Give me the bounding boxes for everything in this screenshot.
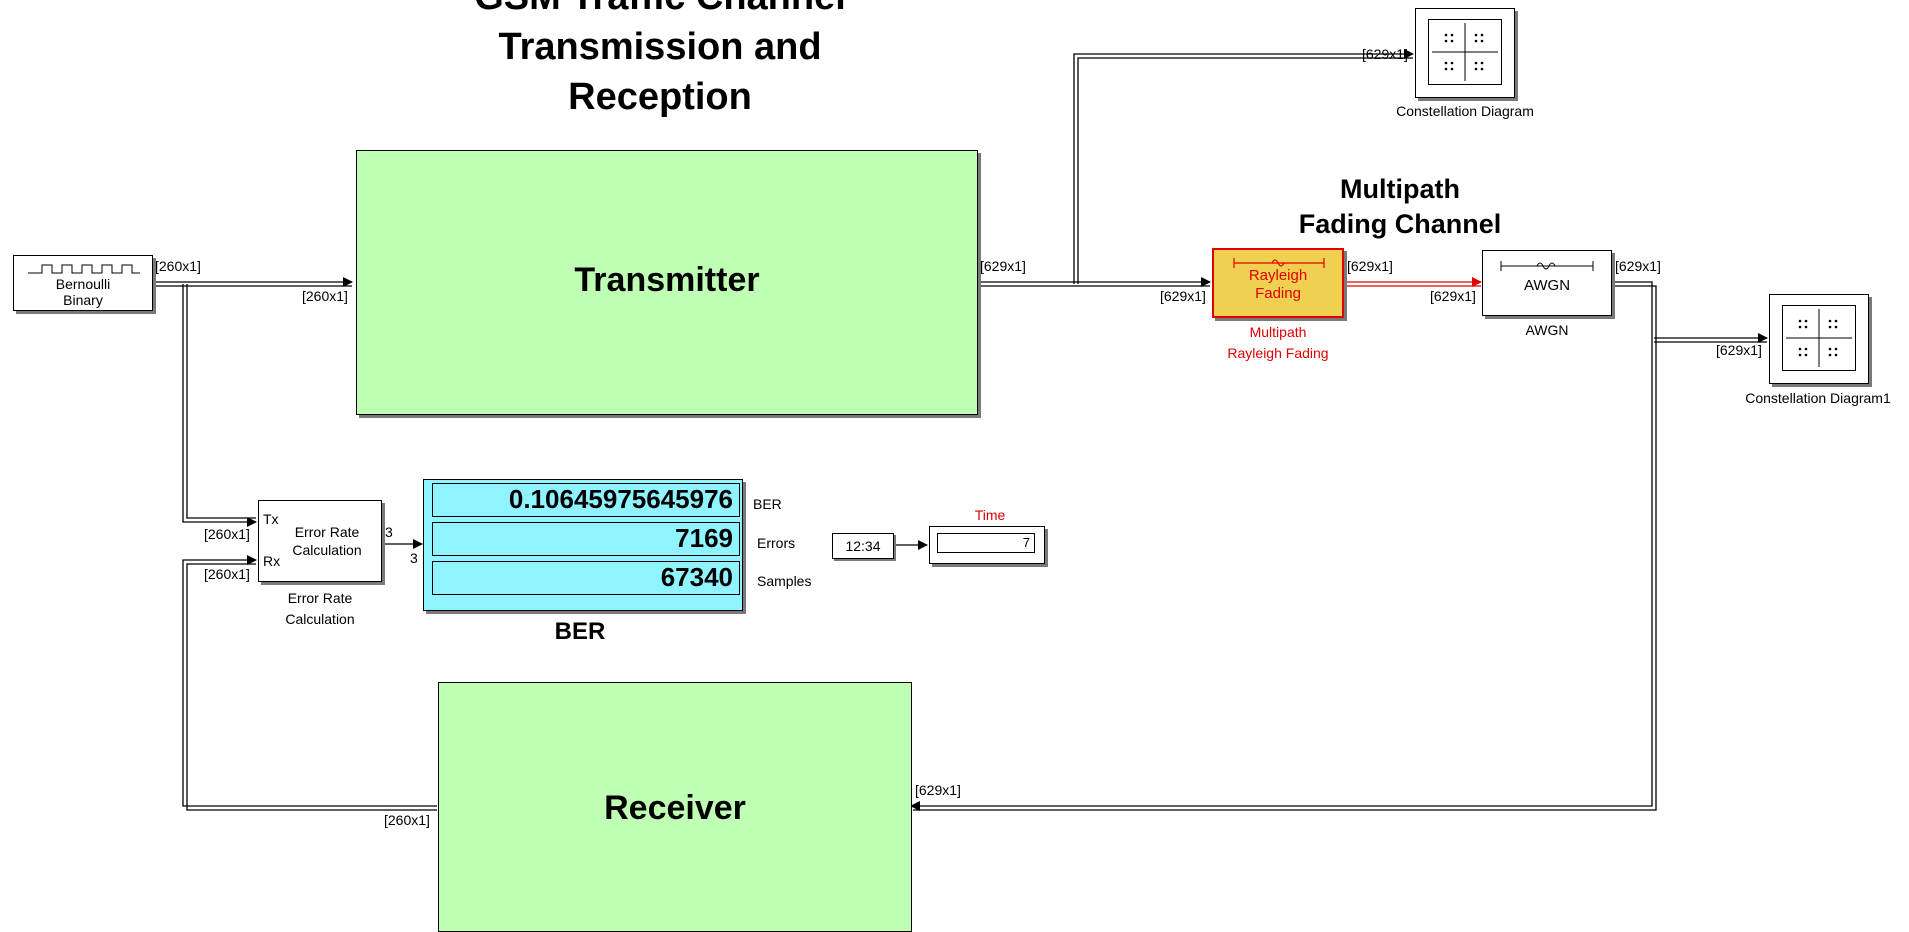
clock-block[interactable]: 12:34 [832, 533, 894, 559]
awgn-label: AWGN [1523, 277, 1571, 294]
error-rate-caption-1: Error Rate [287, 590, 353, 606]
sig-rayleigh-out: [629x1] [1347, 258, 1393, 274]
transmitter-label: Transmitter [574, 261, 760, 299]
port-tx-label: Tx [263, 511, 279, 527]
clock-label: 12:34 [845, 538, 881, 554]
pulse-train-icon [28, 264, 140, 274]
title-line-2: Transmission and [498, 26, 822, 68]
rayleigh-fading-block[interactable]: Rayleigh Fading [1212, 248, 1344, 318]
samples-row-label: Samples [757, 573, 812, 589]
rayleigh-label: Rayleigh Fading [1214, 267, 1342, 303]
sig-err-tx: [260x1] [204, 526, 250, 542]
sig-const1-in: [629x1] [1716, 342, 1762, 358]
error-rate-calculation-block[interactable]: Tx Rx Error Rate Calculation [258, 500, 382, 582]
errors-row-label: Errors [757, 535, 796, 551]
error-rate-caption-2: Calculation [285, 611, 355, 627]
sig-bernoulli-out: [260x1] [155, 258, 201, 274]
model-title: GSM Traffic Channel Transmission and Rec… [420, 0, 900, 122]
bernoulli-binary-block[interactable]: Bernoulli Binary [13, 255, 153, 311]
title-line-1: GSM Traffic Channel [420, 0, 900, 22]
sig-rx-out: [260x1] [384, 812, 430, 828]
constellation-icon [1428, 19, 1502, 85]
wire-rx-err [182, 555, 437, 807]
rayleigh-line1: Rayleigh [1248, 267, 1308, 284]
sig-const-in: [629x1] [1362, 46, 1408, 62]
ber-display-caption: BER [554, 618, 606, 645]
sig-tx-in: [260x1] [302, 288, 348, 304]
wire-tx-const [1073, 49, 1414, 284]
noise-icon [1500, 261, 1594, 271]
receiver-subsystem[interactable]: Receiver [438, 682, 912, 932]
constellation1-caption: Constellation Diagram1 [1745, 390, 1891, 406]
error-rate-caption: Error Rate Calculation [250, 588, 390, 630]
samples-value: 67340 [432, 561, 740, 595]
bernoulli-line2: Binary [63, 292, 103, 308]
constellation-diagram-block[interactable] [1415, 8, 1515, 98]
time-value: 7 [937, 533, 1035, 553]
channel-line-1: Multipath [1340, 174, 1460, 204]
error-rate-line1: Error Rate [294, 524, 360, 540]
bernoulli-label: Bernoulli Binary [14, 276, 152, 308]
title-line-3: Reception [568, 76, 752, 118]
ber-row-label: BER [753, 496, 782, 512]
constellation-caption: Constellation Diagram [1396, 103, 1534, 119]
error-rate-label: Error Rate Calculation [273, 523, 381, 559]
constellation-diagram1-block[interactable] [1769, 294, 1869, 384]
sig-rx-in: [629x1] [915, 782, 961, 798]
display-in-dim: 3 [410, 550, 418, 566]
time-caption: Time [974, 507, 1006, 523]
receiver-label: Receiver [604, 789, 746, 827]
bernoulli-line1: Bernoulli [55, 276, 111, 292]
rayleigh-caption-2: Rayleigh Fading [1227, 345, 1329, 361]
sig-awgn-out: [629x1] [1615, 258, 1661, 274]
rayleigh-caption-1: Multipath [1249, 324, 1307, 340]
sig-awgn-in: [629x1] [1430, 288, 1476, 304]
rayleigh-line2: Fading [1255, 285, 1301, 302]
channel-annotation: Multipath Fading Channel [1270, 172, 1530, 242]
awgn-caption: AWGN [1525, 322, 1569, 338]
awgn-block[interactable]: AWGN [1482, 250, 1612, 316]
sig-rayleigh-in: [629x1] [1160, 288, 1206, 304]
ber-value: 0.10645975645976 [432, 483, 740, 517]
wire-bernoulli-err [182, 284, 257, 527]
sig-err-rx: [260x1] [204, 566, 250, 582]
error-rate-line2: Calculation [292, 542, 362, 558]
rayleigh-caption: Multipath Rayleigh Fading [1190, 322, 1366, 364]
error-rate-out-dim: 3 [385, 524, 393, 540]
errors-value: 7169 [432, 522, 740, 556]
constellation1-icon [1782, 305, 1856, 371]
channel-line-2: Fading Channel [1298, 209, 1502, 239]
transmitter-subsystem[interactable]: Transmitter [356, 150, 978, 415]
wire-awgn-out [910, 281, 1653, 811]
time-display-block[interactable]: 7 [929, 526, 1045, 564]
multipath-icon [1233, 258, 1325, 268]
port-rx-label: Rx [263, 553, 281, 569]
ber-display-block[interactable]: 0.10645975645976 7169 67340 [423, 479, 743, 611]
sig-tx-out: [629x1] [980, 258, 1026, 274]
